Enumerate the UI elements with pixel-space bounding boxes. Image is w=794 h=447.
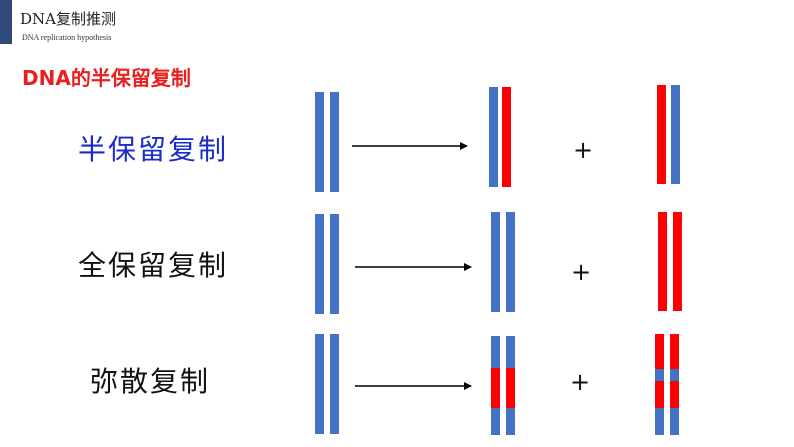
daughter1-old-strand-right-row2 <box>506 212 515 312</box>
plus-sign-row2: + <box>571 258 592 286</box>
daughter1-old-strand-row1 <box>489 87 498 187</box>
parent-strand-right-row3 <box>330 334 339 434</box>
plus-sign-row1: + <box>573 136 594 164</box>
daughter2-mixed-strand-right-row3 <box>670 334 679 435</box>
daughter2-new-strand-left-row2 <box>658 212 667 311</box>
daughter2-new-strand-right-row2 <box>673 212 682 311</box>
parent-strand-left-row2 <box>315 214 324 314</box>
parent-strand-right-row2 <box>330 214 339 314</box>
header-accent-bar <box>0 0 12 44</box>
plus-sign-row3: + <box>570 368 591 396</box>
daughter2-new-strand-row1 <box>657 85 666 184</box>
daughter1-mixed-strand-left-row3 <box>491 336 500 435</box>
daughter1-mixed-strand-right-row3 <box>506 336 515 435</box>
parent-strand-left-row1 <box>315 92 324 192</box>
daughter2-old-strand-row1 <box>671 85 680 184</box>
label-semiconservative: 半保留复制 <box>78 133 229 166</box>
label-conservative: 全保留复制 <box>78 249 229 282</box>
daughter2-mixed-strand-left-row3 <box>655 334 664 435</box>
daughter1-old-strand-left-row2 <box>491 212 500 312</box>
parent-strand-left-row3 <box>315 334 324 434</box>
parent-strand-right-row1 <box>330 92 339 192</box>
daughter1-new-strand-row1 <box>502 87 511 187</box>
header-subtitle: DNA replication hypothesis <box>22 33 112 42</box>
header-title: DNA复制推测 <box>20 10 116 28</box>
section-title: DNA的半保留复制 <box>22 66 191 90</box>
label-dispersive: 弥散复制 <box>90 365 211 398</box>
